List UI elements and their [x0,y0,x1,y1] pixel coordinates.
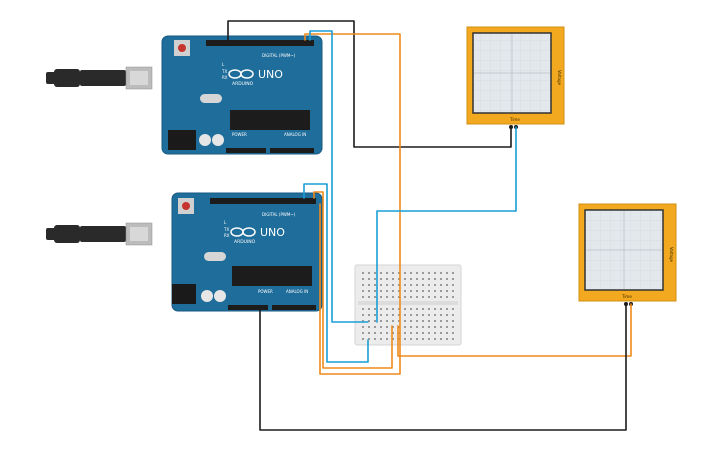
tx-label-1: TX [221,69,227,74]
brand-label-2: ARDUINO [234,239,256,245]
analog-header-2[interactable] [272,305,316,310]
capacitor-icon [201,290,213,302]
rx-label-1: RX [222,75,228,80]
capacitor-icon [214,290,226,302]
capacitor-icon [212,134,224,146]
crystal-1 [200,94,222,103]
tx-label-2: TX [223,227,229,232]
oscilloscope-1[interactable]: Time Voltage [466,26,565,129]
digital-label-2: DIGITAL (PWM~) [262,212,296,217]
wire-black-top[interactable] [227,20,512,148]
usb-cable-1[interactable] [46,66,153,90]
wire-blue-scope1[interactable] [376,126,517,323]
breadboard[interactable] [354,264,462,346]
power-label-1: POWER [232,132,247,137]
oscilloscope-2[interactable]: Time Voltage [578,203,677,306]
wire-blue-bottom[interactable] [303,183,369,363]
power-jack-2[interactable] [172,284,196,304]
power-header-1[interactable] [226,148,266,153]
model-label-2: UNO [260,226,285,239]
capacitor-icon [199,134,211,146]
rx-label-2: RX [224,233,230,238]
power-label-2: POWER [258,289,273,294]
wire-black-bottom[interactable] [259,303,627,431]
power-header-2[interactable] [228,305,268,310]
power-jack-1[interactable] [168,130,196,150]
analog-label-2: ANALOG IN [286,289,308,294]
usb-cable-2[interactable] [46,222,153,246]
microcontroller-chip-2 [232,266,312,286]
analog-header-1[interactable] [270,148,314,153]
l-label-1: L [222,62,225,67]
wire-orange-scope2[interactable] [397,303,632,357]
analog-label-1: ANALOG IN [284,132,306,137]
arduino-logo-2 [230,227,256,237]
l-label-2: L [224,220,227,225]
digital-label-1: DIGITAL (PWM~) [262,53,296,58]
brand-label-1: ARDUINO [232,81,254,87]
wire-blue-top[interactable] [309,30,369,323]
scope-time-label-1: Time [509,117,520,122]
arduino-board-1[interactable]: DIGITAL (PWM~) UNO ARDUINO L TX RX POWER… [46,35,323,155]
crystal-2 [204,252,226,261]
scope-voltage-label-1: Voltage [557,70,562,86]
digital-header-2[interactable] [210,198,316,204]
microcontroller-chip-1 [230,110,310,130]
wires [227,20,632,431]
wire-orange-bottom[interactable] [313,191,393,369]
model-label-1: UNO [258,68,283,81]
arduino-logo-1 [228,69,254,79]
scope-time-label-2: Time [621,294,632,299]
wire-orange-top[interactable] [304,33,401,375]
scope-voltage-label-2: Voltage [669,247,674,263]
digital-header-1[interactable] [206,40,314,46]
arduino-board-2[interactable]: DIGITAL (PWM~) UNO ARDUINO L TX RX POWER… [46,192,323,312]
